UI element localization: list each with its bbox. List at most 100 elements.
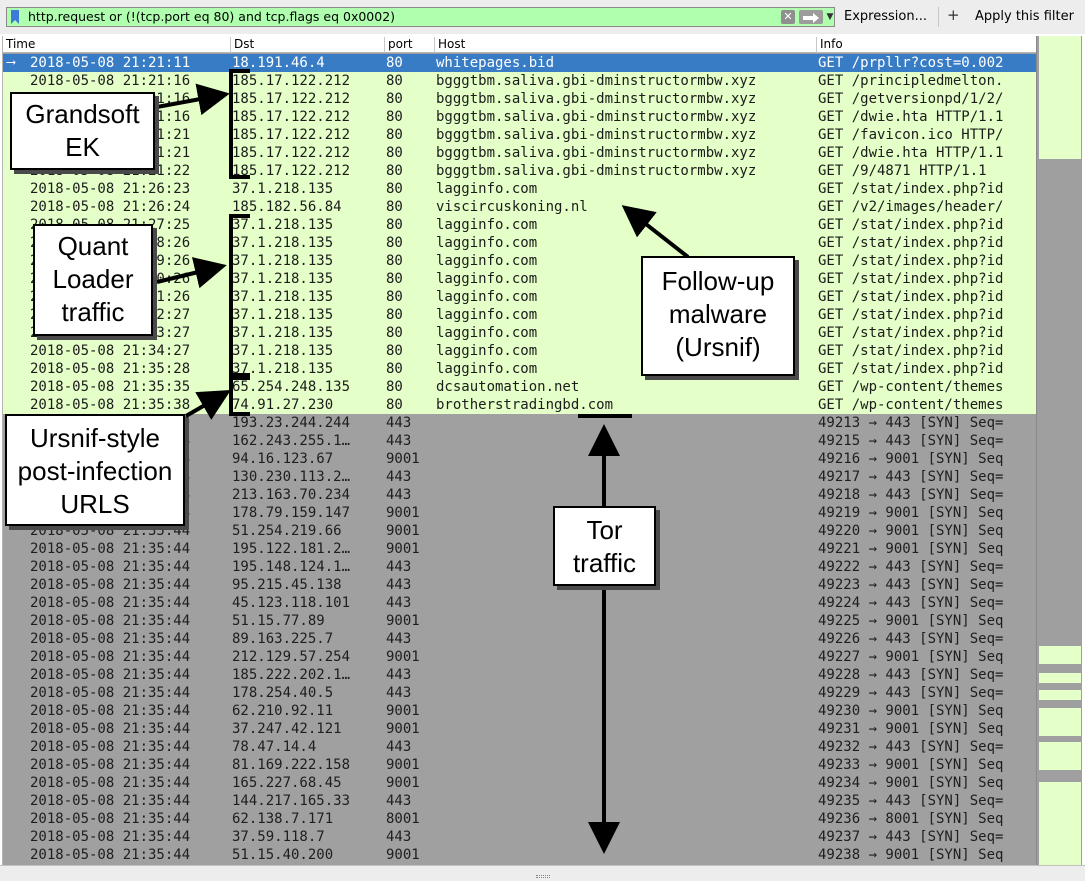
packet-row[interactable]: 2018-05-08 21:27:2537.1.218.13580lagginf…	[3, 216, 1036, 234]
packet-row[interactable]: 2018-05-08 21:21:21185.17.122.21280bgggt…	[3, 126, 1036, 144]
plus-icon[interactable]: +	[947, 6, 960, 24]
cell-info: 49217 → 443 [SYN] Seq=	[818, 469, 1004, 485]
column-header-host[interactable]: Host	[434, 37, 816, 53]
display-filter-input[interactable]: http.request or (!(tcp.port eq 80) and t…	[6, 7, 835, 27]
cell-dst: 185.17.122.212	[232, 109, 351, 125]
cell-port: 80	[386, 253, 403, 269]
cell-time: 2018-05-08 21:35:44	[30, 829, 191, 845]
packet-row[interactable]: 2018-05-08 21:28:2637.1.218.13580lagginf…	[3, 234, 1036, 252]
callout-tor-line1: Tor	[586, 515, 623, 545]
callout-quant-line3: traffic	[61, 297, 125, 327]
cell-info: GET /stat/index.php?id	[818, 361, 1004, 377]
chevron-down-icon[interactable]: ▼	[826, 12, 834, 22]
cell-host: bgggtbm.saliva.gbi-dminstructormbw.xyz	[436, 145, 757, 161]
cell-port: 80	[386, 163, 403, 179]
packet-row[interactable]: 2018-05-08 21:30:2637.1.218.13580lagginf…	[3, 270, 1036, 288]
packet-overview-scrollbar[interactable]	[1036, 36, 1082, 865]
cell-time: 2018-05-08 21:35:44	[30, 847, 191, 863]
cell-dst: 178.79.159.147	[232, 505, 351, 521]
packet-row[interactable]: 2018-05-08 21:21:21185.17.122.21280bgggt…	[3, 144, 1036, 162]
cell-host: lagginfo.com	[436, 235, 538, 251]
column-header-port[interactable]: port	[384, 37, 434, 53]
column-header-info[interactable]: Info	[816, 37, 1036, 53]
cell-port: 80	[386, 235, 403, 251]
packet-row[interactable]: 2018-05-08 21:21:16185.17.122.21280bgggt…	[3, 108, 1036, 126]
callout-quant-line2: Loader	[52, 264, 134, 294]
display-filter-text[interactable]: http.request or (!(tcp.port eq 80) and t…	[28, 9, 396, 24]
cell-time: 2018-05-08 21:35:44	[30, 541, 191, 557]
cell-port: 80	[386, 361, 403, 377]
splitter-grip-icon[interactable]	[536, 875, 550, 878]
cell-info: 49222 → 443 [SYN] Seq=	[818, 559, 1004, 575]
cell-dst: 185.17.122.212	[232, 73, 351, 89]
cell-time: 2018-05-08 21:34:27	[30, 343, 191, 359]
cell-time: 2018-05-08 21:35:44	[30, 667, 191, 683]
clear-filter-icon[interactable]: ✕	[781, 10, 795, 24]
pane-splitter[interactable]	[0, 865, 1085, 881]
cell-time: 2018-05-08 21:35:44	[30, 721, 191, 737]
packet-row[interactable]: 2018-05-08 21:32:2737.1.218.13580lagginf…	[3, 306, 1036, 324]
cell-port: 443	[386, 559, 412, 575]
packet-row[interactable]: 2018-05-08 21:33:2737.1.218.13580lagginf…	[3, 324, 1036, 342]
cell-dst: 62.210.92.11	[232, 703, 334, 719]
cell-port: 80	[386, 289, 403, 305]
selected-packet-marker-icon: ⟶	[7, 55, 15, 70]
cell-port: 443	[386, 667, 412, 683]
expression-button[interactable]: Expression...	[844, 9, 927, 24]
cell-host: lagginfo.com	[436, 343, 538, 359]
column-header-time[interactable]: Time	[6, 37, 36, 51]
column-header-dst[interactable]: Dst	[230, 37, 384, 53]
cell-port: 80	[386, 199, 403, 215]
packet-row[interactable]: 2018-05-08 21:35:39193.23.244.2444434921…	[3, 414, 1036, 432]
callout-ursnif-line3: URLS	[60, 489, 130, 519]
cell-info: 49235 → 443 [SYN] Seq=	[818, 793, 1004, 809]
cell-port: 80	[386, 217, 403, 233]
cell-time: 2018-05-08 21:35:44	[30, 811, 191, 827]
cell-dst: 144.217.165.33	[232, 793, 351, 809]
packet-row[interactable]: 2018-05-08 21:29:2637.1.218.13580lagginf…	[3, 252, 1036, 270]
cell-dst: 37.1.218.135	[232, 325, 334, 341]
packet-row[interactable]: 2018-05-08 21:31:2637.1.218.13580lagginf…	[3, 288, 1036, 306]
cell-info: 49228 → 443 [SYN] Seq=	[818, 667, 1004, 683]
cell-time: 2018-05-08 21:35:44	[30, 649, 191, 665]
bookmark-icon[interactable]	[10, 10, 20, 24]
cell-port: 443	[386, 433, 412, 449]
apply-arrow-icon[interactable]	[799, 10, 823, 24]
cell-port: 9001	[386, 523, 420, 539]
cell-dst: 185.17.122.212	[232, 163, 351, 179]
cell-port: 80	[386, 379, 403, 395]
cell-info: GET /stat/index.php?id	[818, 307, 1004, 323]
cell-time: 2018-05-08 21:35:44	[30, 757, 191, 773]
cell-dst: 81.169.222.158	[232, 757, 351, 773]
apply-filter-button[interactable]: Apply this filter	[975, 9, 1074, 24]
packet-row[interactable]: 2018-05-08 21:21:16185.17.122.21280bgggt…	[3, 90, 1036, 108]
